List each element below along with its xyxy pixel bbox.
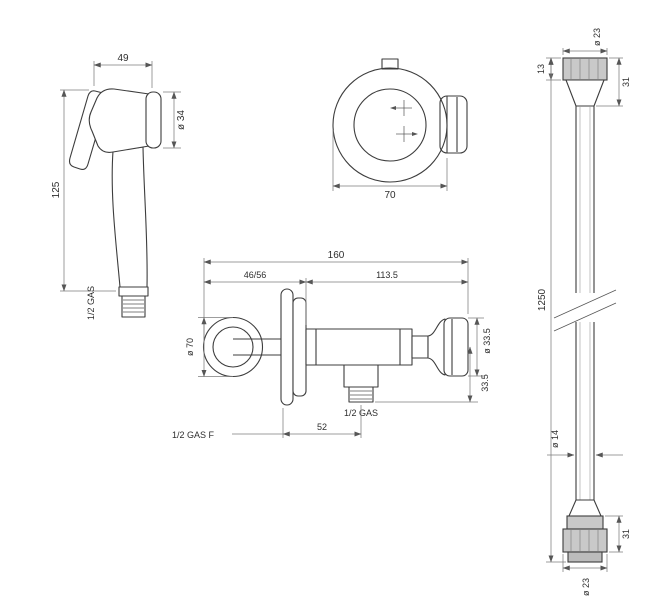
holder-adjust-marks [390,100,418,142]
dim-label-valve-outlet-drop: 33.5 [480,374,490,392]
valve-dim-wall-range: 46/56 [203,270,307,325]
valve-dim-flange-diameter: ø 70 [185,317,233,377]
valve-neck [411,335,429,359]
valve-wall-plate [280,288,294,406]
valve-outlet-thread [348,386,374,403]
dim-label-valve-total-length: 160 [328,250,345,261]
sprayer-handle [111,146,148,288]
valve-outlet [343,364,379,388]
dim-label-sprayer-top-width: 49 [117,53,129,64]
holder-drawing: 70 [332,58,468,201]
dim-label-sprayer-head-diameter: ø 34 [176,110,187,130]
hose-bottom-ring [566,515,604,530]
hose-dim-length: 1250 [537,57,566,563]
sprayer-dim-head-diameter: ø 34 [163,91,187,149]
hose-drawing: ø 23 13 31 1250 ø 14 [536,28,631,596]
dim-label-valve-outlet-offset: 52 [317,422,327,432]
hose-dim-tube-diameter: ø 14 [547,430,623,458]
dim-label-valve-flange-diameter: ø 70 [185,338,195,356]
valve-flange-inner [212,326,254,368]
valve-outlet-thread-lines [350,390,372,400]
dim-label-hose-top-diameter: ø 23 [592,28,602,46]
hose-dim-top-nut-height: 13 [536,57,561,81]
dim-label-hose-top-fitting-height: 31 [621,77,631,87]
hose-top-nut-facets [570,59,599,79]
valve-dim-body-length: 113.5 [305,270,469,285]
sprayer-thread [121,295,146,318]
hose-dim-top-diameter: ø 23 [562,28,608,55]
dim-label-hose-bottom-fitting-height: 31 [621,529,631,539]
holder-inner-ring [353,88,427,162]
valve-body-plate [292,297,307,397]
hose-top-nut [562,57,608,81]
valve-flange-outer [202,316,264,378]
sprayer-dim-height: 125 [51,89,116,292]
valve-head-flare [427,318,446,376]
dim-label-hose-length: 1250 [537,288,548,311]
dim-label-valve-wall-range: 46/56 [244,270,267,280]
valve-dim-head-diameter: ø 33.5 [468,317,492,377]
sprayer-collar [118,286,149,297]
hose-top-cone [565,79,605,107]
hose-bottom-nut [562,528,608,553]
valve-head-cap [443,317,469,377]
sprayer-spray-face [145,91,162,149]
sprayer-dim-top-width: 49 [93,53,153,88]
sprayer-drawing: 49 ø 34 125 1/2 GAS [51,53,187,320]
valve-dim-outlet-offset: 52 [232,405,362,438]
hose-break-symbol [553,289,617,332]
dim-label-hose-top-nut-height: 13 [536,64,546,74]
valve-body [305,328,413,366]
dim-label-valve-inlet-thread: 1/2 GAS F [172,430,215,440]
sprayer-head [88,88,150,153]
dim-label-sprayer-height: 125 [51,181,62,198]
hose-bottom-nut-facets [570,530,599,551]
dim-label-valve-head-diameter: ø 33.5 [482,328,492,354]
hose-dim-bottom-diameter: ø 23 [562,554,608,596]
sprayer-thread-lines [123,299,144,313]
hose-dim-bottom-fitting-height: 31 [605,515,631,553]
dim-label-sprayer-thread: 1/2 GAS [86,286,96,320]
hose-bottom-collar [567,551,603,563]
dim-label-hose-bottom-diameter: ø 23 [581,578,591,596]
valve-dim-outlet-drop: 33.5 [375,346,490,403]
valve-drawing: 160 46/56 113.5 ø 70 ø 33.5 [172,250,492,440]
hose-tube [575,106,595,500]
holder-top-tab [381,58,399,70]
dim-label-holder-width: 70 [384,190,396,201]
dim-label-valve-body-length: 113.5 [376,270,398,280]
hose-bottom-cone [568,499,602,517]
hose-dim-top-fitting-height: 31 [596,57,631,107]
holder-dim-width: 70 [332,130,448,201]
holder-outer-ring [332,67,448,183]
dim-label-hose-tube-diameter: ø 14 [550,430,560,448]
